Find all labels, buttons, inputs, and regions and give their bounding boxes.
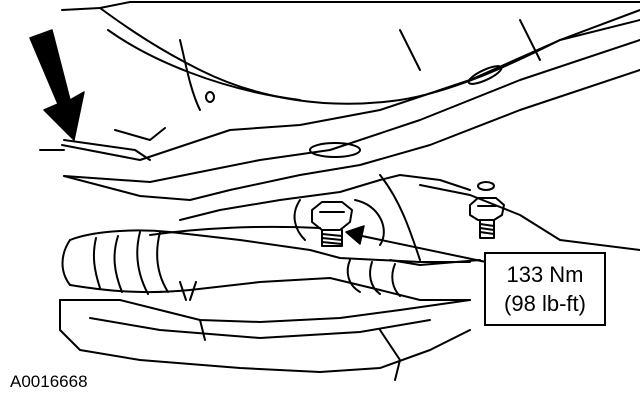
figure-id: A0016668 [10, 372, 88, 391]
exhaust-pipe [61, 229, 471, 301]
arrow-icon [345, 225, 487, 263]
spare-bolt [469, 181, 505, 239]
torque-callout: 133 Nm (98 lb-ft) [484, 252, 606, 326]
torque-metric: 133 Nm [506, 262, 584, 287]
down-arrow-icon [29, 29, 85, 141]
torque-imperial: (98 lb-ft) [504, 291, 586, 316]
body-panel [39, 1, 640, 201]
lower-housing [59, 281, 471, 381]
bolt-assembly [311, 201, 353, 247]
